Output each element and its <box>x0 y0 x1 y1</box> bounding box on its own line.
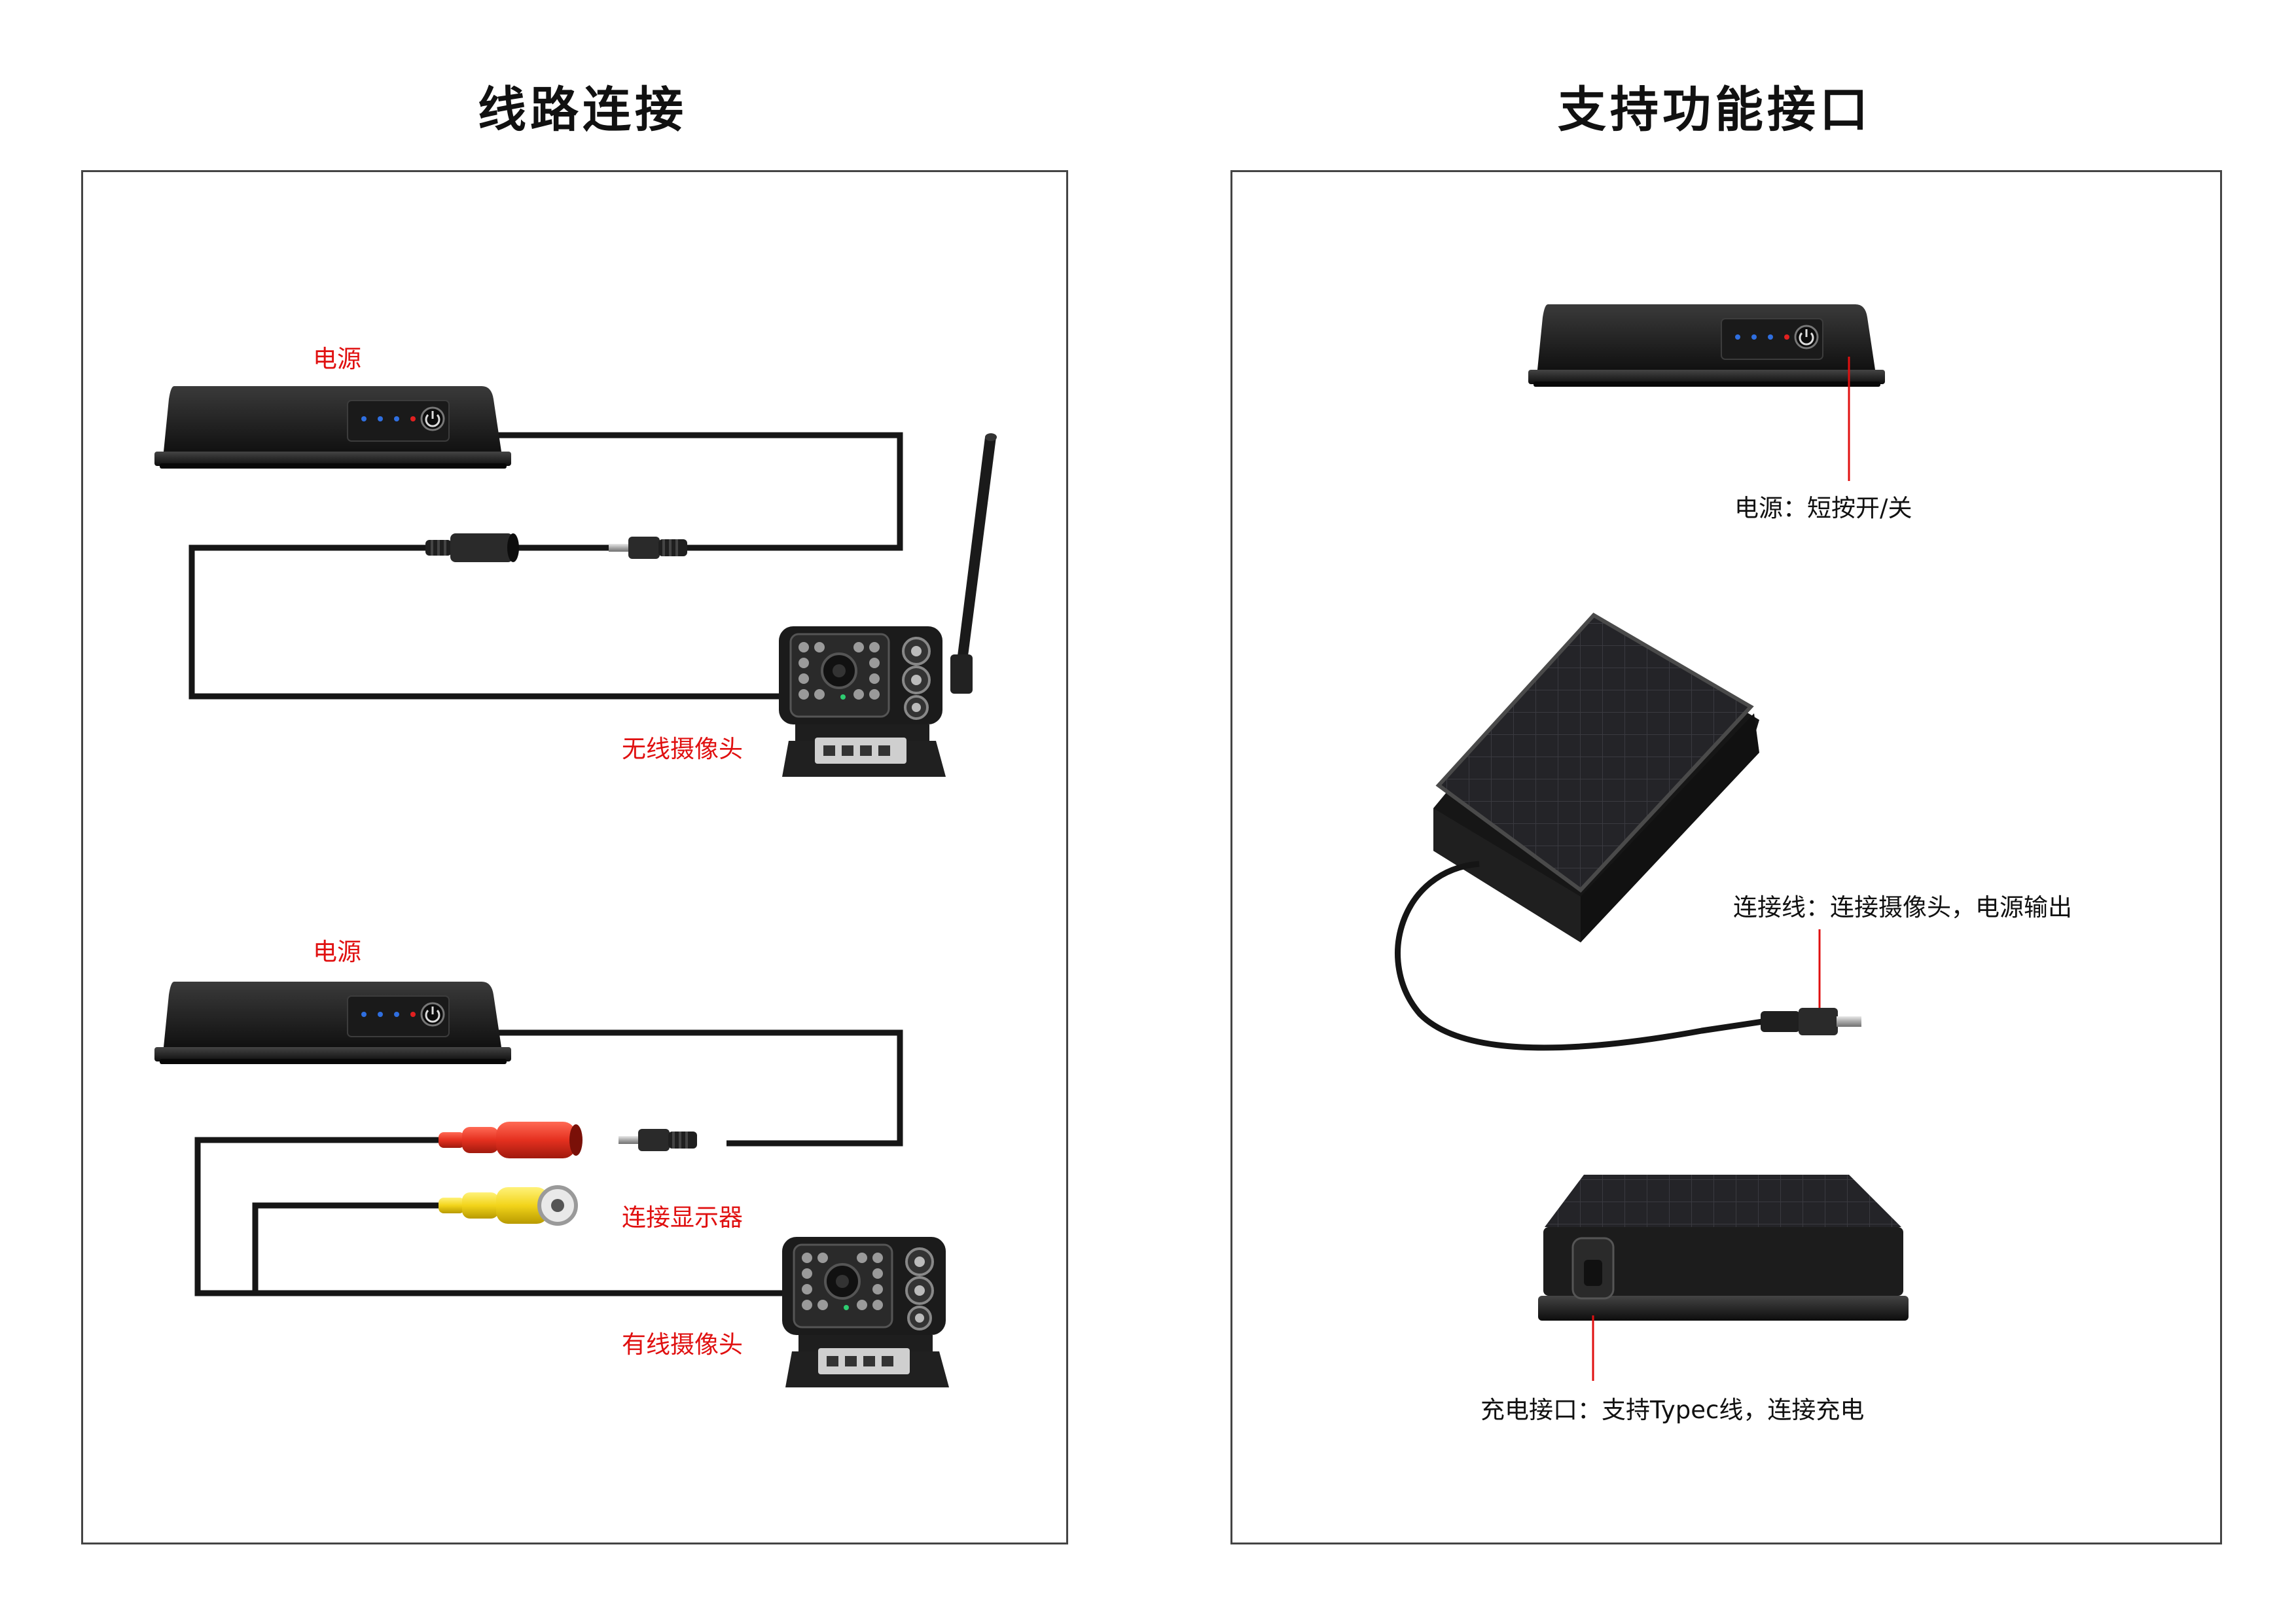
charge-port-caption: 充电接口：支持Typec线，连接充电 <box>1480 1396 1865 1424</box>
cable-caption: 连接线：连接摄像头，电源输出 <box>1733 893 2072 921</box>
right-section-title: 支持功能接口 <box>1558 82 1872 138</box>
dc-plug <box>609 537 687 559</box>
display-connection-label: 连接显示器 <box>622 1204 743 1232</box>
wireless-wiring-diagram <box>153 385 997 778</box>
charge-port-box <box>1538 1175 1909 1381</box>
rca-red-plug <box>439 1122 583 1158</box>
top-power-label: 电源 <box>313 345 361 373</box>
dc-socket <box>425 533 519 562</box>
power-bank-device <box>153 980 512 1065</box>
wireless-camera <box>778 625 947 778</box>
power-bank-device <box>153 385 512 470</box>
dc-plug <box>1761 1008 1861 1035</box>
wired-wiring-diagram <box>153 980 950 1389</box>
solar-battery-box <box>1395 613 1861 1051</box>
rca-yellow-plug <box>439 1185 578 1226</box>
bottom-power-label: 电源 <box>313 938 361 966</box>
left-section-title: 线路连接 <box>478 82 687 138</box>
power-button-feature <box>1527 303 1886 481</box>
dc-plug <box>619 1129 697 1151</box>
antenna-icon <box>950 433 997 694</box>
wired-camera-label: 有线摄像头 <box>622 1330 743 1359</box>
type-c-port <box>1571 1237 1615 1300</box>
wireless-camera-label: 无线摄像头 <box>622 735 743 763</box>
power-button-caption: 电源：短按开/关 <box>1734 494 1912 522</box>
wired-camera <box>781 1236 950 1389</box>
